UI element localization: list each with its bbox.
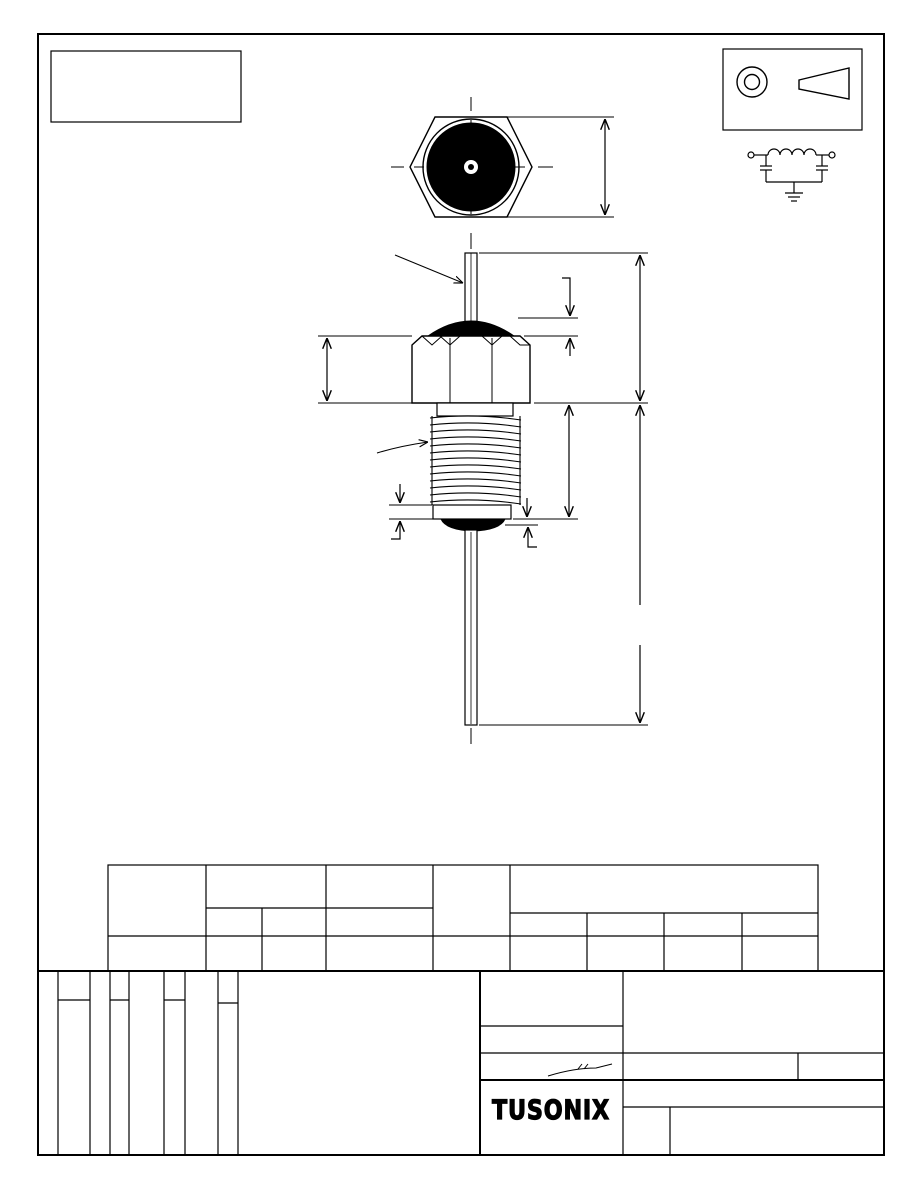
taper-icon <box>798 67 850 100</box>
signature <box>547 1063 613 1077</box>
pi-filter-schematic <box>747 148 836 202</box>
pin-leader <box>394 254 463 283</box>
note-box <box>50 50 242 123</box>
end-view <box>391 97 614 218</box>
hex-body <box>411 335 531 404</box>
specification-table <box>107 864 819 972</box>
sheet-border <box>37 33 885 1156</box>
revision-columns <box>57 971 239 1155</box>
top-seal <box>426 320 516 337</box>
threaded-section <box>429 415 522 505</box>
logo-text: TUSONIX <box>492 1095 610 1126</box>
connector-symbol-box <box>722 48 863 131</box>
title-block <box>38 970 884 1155</box>
side-view <box>318 233 648 744</box>
bottom-seal <box>440 518 506 532</box>
thread-leader <box>376 442 428 454</box>
company-logo: TUSONIX <box>491 1094 610 1126</box>
coax-circle-icon <box>736 66 768 98</box>
